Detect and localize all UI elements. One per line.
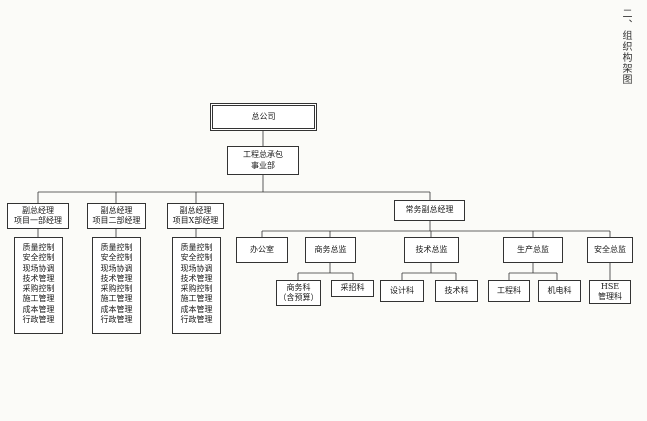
duty-item: 技术管理 <box>180 273 213 283</box>
duty-item: 施工管理 <box>22 294 55 304</box>
duty-item: 成本管理 <box>180 304 213 314</box>
duty-item: 采购控制 <box>22 284 55 294</box>
duty-list-x: 质量控制 安全控制 现场协调 技术管理 采购控制 施工管理 成本管理 行政管理 <box>172 237 221 334</box>
duty-item: 施工管理 <box>100 294 133 304</box>
duty-item: 成本管理 <box>22 304 55 314</box>
duty-list-2: 质量控制 安全控制 现场协调 技术管理 采购控制 施工管理 成本管理 行政管理 <box>92 237 141 334</box>
duty-item: 质量控制 <box>100 243 133 252</box>
duty-item: 现场协调 <box>180 263 213 273</box>
duty-list-1: 质量控制 安全控制 现场协调 技术管理 采购控制 施工管理 成本管理 行政管理 <box>14 237 63 334</box>
dept-commerce: 商务总监 <box>305 237 356 263</box>
dept-office: 办公室 <box>236 237 288 263</box>
duty-item: 采购控制 <box>100 284 133 294</box>
company-box: 总公司 <box>210 103 317 131</box>
sub-design: 设计科 <box>380 280 424 302</box>
duty-item: 行政管理 <box>180 315 213 325</box>
duty-item: 技术管理 <box>100 273 133 283</box>
sub-technical: 技术科 <box>435 280 478 302</box>
manager-box-x: 副总经理 项目X部经理 <box>167 203 224 229</box>
duty-item: 安全控制 <box>100 253 133 263</box>
duty-item: 现场协调 <box>100 263 133 273</box>
duty-item: 行政管理 <box>100 315 133 325</box>
duty-item: 安全控制 <box>22 253 55 263</box>
sub-engineering: 工程科 <box>488 280 530 302</box>
duty-item: 质量控制 <box>180 243 213 252</box>
chart-title: 二、组织构架图 <box>620 8 631 85</box>
sub-procurement: 采招科 <box>331 280 374 297</box>
sub-hse: HSE 管理科 <box>589 280 631 304</box>
dept-production: 生产总监 <box>503 237 563 263</box>
sub-electromechanical: 机电科 <box>538 280 581 302</box>
dept-technology: 技术总监 <box>404 237 459 263</box>
executive-box: 常务副总经理 <box>394 200 465 221</box>
duty-item: 成本管理 <box>100 304 133 314</box>
division-box: 工程总承包 事业部 <box>227 146 299 175</box>
duty-item: 行政管理 <box>22 315 55 325</box>
duty-item: 施工管理 <box>180 294 213 304</box>
duty-item: 现场协调 <box>22 263 55 273</box>
manager-box-2: 副总经理 项目二部经理 <box>87 203 146 229</box>
duty-item: 安全控制 <box>180 253 213 263</box>
manager-box-1: 副总经理 项目一部经理 <box>7 203 69 229</box>
duty-item: 技术管理 <box>22 273 55 283</box>
sub-commerce-budget: 商务科 （含预算） <box>276 280 321 306</box>
duty-item: 质量控制 <box>22 243 55 252</box>
duty-item: 采购控制 <box>180 284 213 294</box>
dept-safety: 安全总监 <box>587 237 633 263</box>
